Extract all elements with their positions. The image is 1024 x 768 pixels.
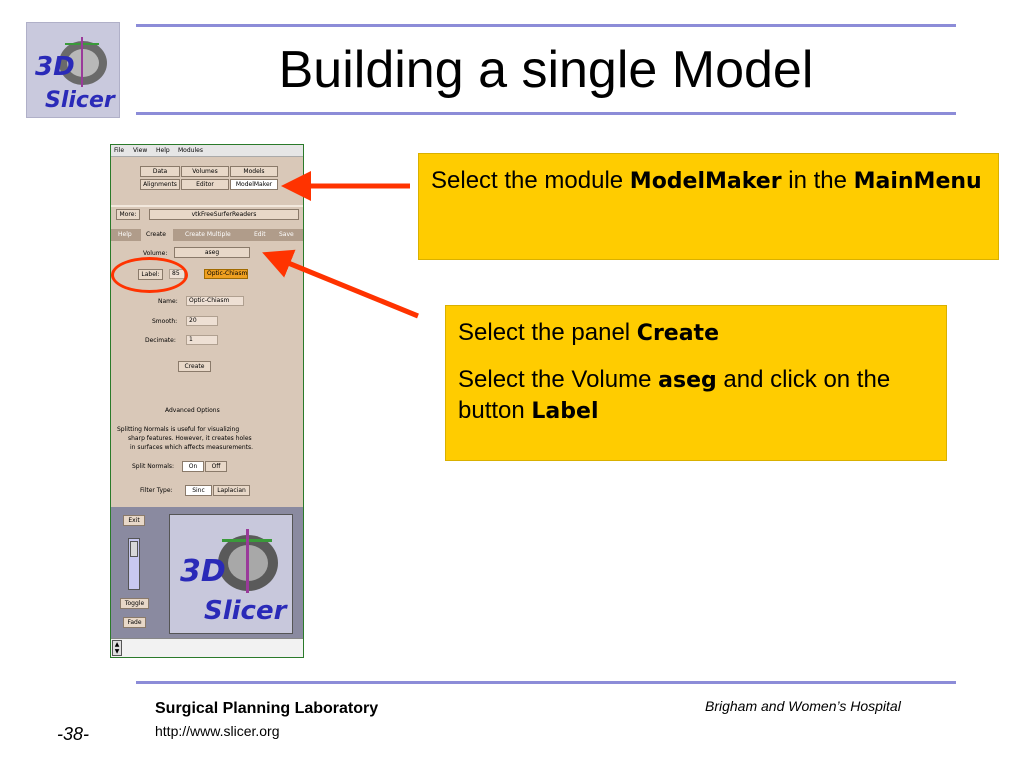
logo-text-slicer: Slicer bbox=[45, 88, 116, 113]
module-volumes-button[interactable]: Volumes bbox=[181, 166, 229, 177]
tab-create-multiple[interactable]: Create Multiple bbox=[185, 231, 231, 238]
tab-create[interactable]: Create bbox=[146, 231, 166, 238]
arrow-to-label bbox=[262, 249, 419, 319]
more-button[interactable]: More: bbox=[116, 209, 140, 220]
menu-modules[interactable]: Modules bbox=[178, 147, 203, 154]
fade-button[interactable]: Fade bbox=[123, 617, 146, 628]
tab-edit[interactable]: Edit bbox=[254, 231, 266, 238]
page-number: -38- bbox=[57, 724, 90, 744]
callout1-bold2: MainMenu bbox=[853, 169, 982, 194]
filter-laplacian-button[interactable]: Laplacian bbox=[213, 485, 250, 496]
filter-type-label: Filter Type: bbox=[140, 487, 173, 494]
callout1-bold1: ModelMaker bbox=[629, 169, 782, 194]
smooth-label: Smooth: bbox=[152, 318, 178, 325]
footer-lab-name: Surgical Planning Laboratory bbox=[155, 700, 379, 717]
viewer-logo-slicer: Slicer bbox=[204, 596, 289, 626]
separator bbox=[111, 205, 303, 207]
menu-file[interactable]: File bbox=[114, 147, 125, 154]
tab-save[interactable]: Save bbox=[279, 231, 294, 238]
callout2-p2-text1: Select the Volume bbox=[458, 366, 659, 393]
smooth-field[interactable]: 20 bbox=[186, 316, 218, 326]
callout2-p1-text: Select the panel bbox=[458, 319, 637, 346]
help-line-1: Splitting Normals is useful for visualiz… bbox=[117, 426, 240, 433]
slider-knob[interactable] bbox=[130, 541, 138, 557]
module-editor-button[interactable]: Editor bbox=[181, 179, 229, 190]
advanced-options-title: Advanced Options bbox=[165, 407, 220, 414]
footer-hospital: Brigham and Women’s Hospital bbox=[705, 698, 901, 714]
decimate-field[interactable]: 1 bbox=[186, 335, 218, 345]
callout2-p1-bold: Create bbox=[636, 321, 719, 346]
exit-button[interactable]: Exit bbox=[123, 515, 145, 526]
status-bar: ▲▼ bbox=[111, 638, 303, 657]
callout2-p2-bold1: aseg bbox=[658, 368, 717, 393]
split-on-button[interactable]: On bbox=[182, 461, 204, 472]
menu-view[interactable]: View bbox=[133, 147, 148, 154]
footer-url[interactable]: http://www.slicer.org bbox=[155, 723, 280, 739]
split-normals-label: Split Normals: bbox=[132, 463, 175, 470]
viewer-logo-3d: 3D bbox=[180, 554, 226, 589]
tab-help[interactable]: Help bbox=[118, 231, 132, 238]
callout2-para1: Select the panel Create bbox=[458, 318, 934, 349]
menu-help[interactable]: Help bbox=[156, 147, 170, 154]
callout2-p2-text2: and click on the button bbox=[458, 366, 891, 424]
create-button[interactable]: Create bbox=[178, 361, 211, 372]
module-data-button[interactable]: Data bbox=[140, 166, 180, 177]
highlight-ring bbox=[111, 257, 188, 293]
name-label: Name: bbox=[158, 298, 178, 305]
callout2-para2: Select the Volume aseg and click on the … bbox=[458, 365, 934, 427]
split-off-button[interactable]: Off bbox=[205, 461, 227, 472]
tab-selected-bg bbox=[141, 229, 173, 241]
3d-viewer-logo: 3D Slicer bbox=[169, 514, 293, 634]
toggle-button[interactable]: Toggle bbox=[120, 598, 149, 609]
module-alignments-button[interactable]: Alignments bbox=[140, 179, 180, 190]
help-line-3: in surfaces which affects measurements. bbox=[130, 444, 254, 451]
slicer-logo: 3D Slicer bbox=[26, 22, 120, 118]
fade-slider[interactable] bbox=[128, 538, 140, 590]
label-name-badge: Optic-Chiasm bbox=[204, 269, 248, 279]
name-field[interactable]: Optic-Chiasm bbox=[186, 296, 244, 306]
callout2-p2-bold2: Label bbox=[531, 399, 599, 424]
volume-label: Volume: bbox=[143, 250, 168, 257]
slide-title: Building a single Model bbox=[278, 41, 814, 99]
footer-rule bbox=[136, 681, 956, 684]
callout1-text1: Select the module bbox=[431, 167, 630, 194]
header-rule-bottom bbox=[136, 112, 956, 115]
logo-text-3d: 3D bbox=[35, 52, 75, 82]
slicer-screenshot: File View Help Modules Data Volumes Mode… bbox=[110, 144, 304, 658]
module-models-button[interactable]: Models bbox=[230, 166, 278, 177]
module-modelmaker-button[interactable]: ModelMaker bbox=[230, 179, 278, 190]
callout1-text2: in the bbox=[781, 167, 854, 194]
header-rule-top bbox=[136, 24, 956, 27]
callout-create: Select the panel Create Select the Volum… bbox=[445, 305, 947, 461]
spinner-arrows-icon[interactable]: ▲▼ bbox=[112, 640, 122, 656]
more-select[interactable]: vtkFreeSurferReaders bbox=[149, 209, 299, 220]
decimate-label: Decimate: bbox=[145, 337, 176, 344]
volume-select[interactable]: aseg bbox=[174, 247, 250, 258]
menu-bar: File View Help Modules bbox=[111, 145, 303, 157]
callout-modelmaker: Select the module ModelMaker in the Main… bbox=[418, 153, 999, 260]
help-line-2: sharp features. However, it creates hole… bbox=[128, 435, 252, 442]
filter-sinc-button[interactable]: Sinc bbox=[185, 485, 212, 496]
